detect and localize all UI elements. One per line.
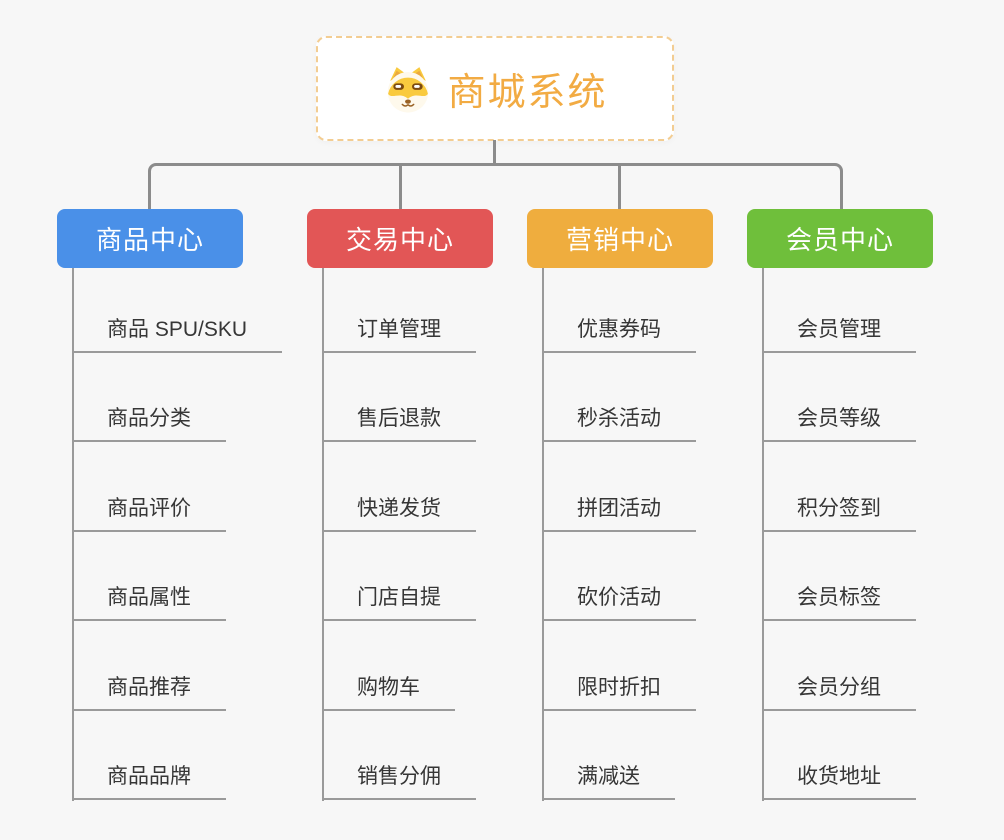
branch-children-member-center: 会员管理 会员等级 积分签到 会员标签 会员分组 收货地址	[762, 268, 1004, 801]
leaf-node[interactable]: 商品属性	[74, 582, 226, 621]
leaf-node[interactable]: 门店自提	[324, 582, 476, 621]
leaf-node[interactable]: 商品品牌	[74, 761, 226, 800]
branch-node-product-center[interactable]: 商品中心	[57, 209, 243, 268]
leaf-node[interactable]: 收货地址	[764, 761, 916, 800]
leaf-node[interactable]: 商品 SPU/SKU	[74, 314, 283, 353]
leaf-node[interactable]: 会员等级	[764, 403, 916, 442]
leaf-node[interactable]: 秒杀活动	[544, 403, 696, 442]
root-title: 商城系统	[447, 72, 608, 114]
branch-label: 会员中心	[785, 225, 894, 255]
connector-drop-2	[399, 166, 402, 210]
leaf-node[interactable]: 购物车	[324, 672, 455, 711]
leaf-node[interactable]: 会员分组	[764, 672, 916, 711]
branch-label: 交易中心	[345, 225, 454, 255]
leaf-node[interactable]: 商品推荐	[74, 672, 226, 711]
leaf-node[interactable]: 砍价活动	[544, 582, 696, 621]
leaf-node[interactable]: 积分签到	[764, 493, 916, 532]
branch-node-member-center[interactable]: 会员中心	[747, 209, 933, 268]
connector-drop-3	[618, 166, 621, 210]
leaf-node[interactable]: 拼团活动	[544, 493, 696, 532]
branch-node-marketing-center[interactable]: 营销中心	[527, 209, 713, 268]
connector-rail	[148, 163, 843, 210]
leaf-node[interactable]: 销售分佣	[324, 761, 476, 800]
leaf-node[interactable]: 订单管理	[324, 314, 476, 353]
leaf-node[interactable]: 限时折扣	[544, 672, 696, 711]
leaf-node[interactable]: 会员标签	[764, 582, 916, 621]
leaf-node[interactable]: 商品分类	[74, 403, 226, 442]
branch-children-trade-center: 订单管理 售后退款 快递发货 门店自提 购物车 销售分佣	[322, 268, 572, 801]
branch-children-marketing-center: 优惠券码 秒杀活动 拼团活动 砍价活动 限时折扣 满减送	[542, 268, 792, 801]
leaf-node[interactable]: 快递发货	[324, 493, 476, 532]
root-node[interactable]: 商城系统	[316, 36, 674, 141]
leaf-node[interactable]: 售后退款	[324, 403, 476, 442]
shiba-dog-icon	[388, 66, 429, 113]
connector-root-stem	[493, 140, 496, 166]
leaf-node[interactable]: 优惠券码	[544, 314, 696, 353]
leaf-node[interactable]: 会员管理	[764, 314, 916, 353]
leaf-node[interactable]: 满减送	[544, 761, 675, 800]
branch-label: 营销中心	[565, 225, 674, 255]
branch-children-product-center: 商品 SPU/SKU 商品分类 商品评价 商品属性 商品推荐 商品品牌	[72, 268, 322, 801]
leaf-node[interactable]: 商品评价	[74, 493, 226, 532]
branch-label: 商品中心	[95, 225, 204, 255]
branch-node-trade-center[interactable]: 交易中心	[307, 209, 493, 268]
